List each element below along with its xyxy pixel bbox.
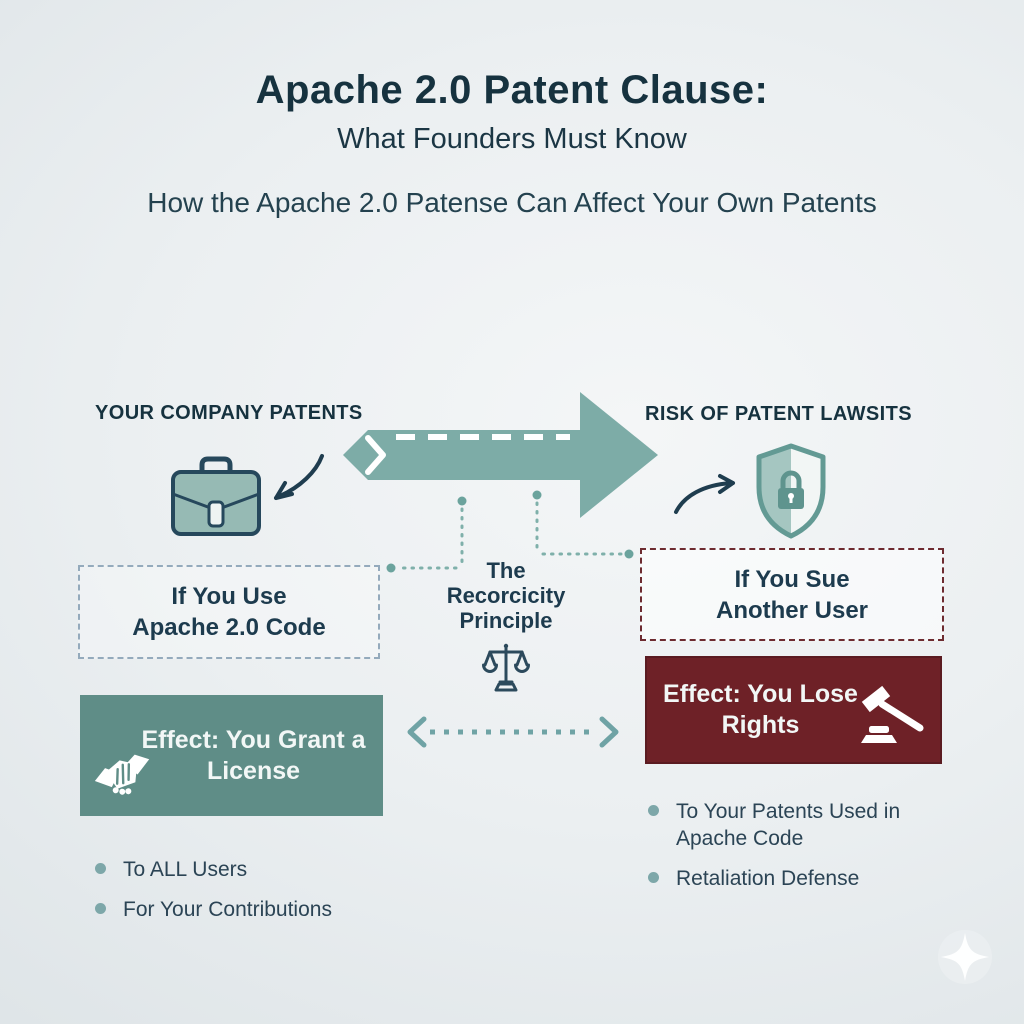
sparkle-icon bbox=[938, 930, 992, 984]
principle-line: Recorcicity bbox=[446, 583, 566, 608]
condition-line: If You Use bbox=[171, 583, 287, 610]
condition-line: Apache 2.0 Code bbox=[132, 614, 326, 641]
effect-line: Rights bbox=[721, 711, 800, 739]
condition-line: Another User bbox=[715, 596, 869, 624]
page-tagline: How the Apache 2.0 Patense Can Affect Yo… bbox=[147, 187, 877, 218]
principle-line: Principle bbox=[459, 608, 553, 633]
bullet-dot bbox=[648, 805, 659, 816]
right-column-header: RISK OF PATENT LAWSITS bbox=[645, 403, 912, 425]
gavel-icon bbox=[858, 684, 934, 746]
effect-box-grant-license: Effect: You Grant a License bbox=[80, 695, 383, 816]
list-item: Retaliation Defense bbox=[648, 865, 938, 892]
left-column-header: YOUR COMPANY PATENTS bbox=[95, 402, 363, 424]
connector-right bbox=[532, 490, 634, 559]
curved-arrow-right-icon bbox=[674, 474, 735, 514]
bullet-text: For Your Contributions bbox=[123, 898, 332, 921]
page-title: Apache 2.0 Patent Clause: bbox=[255, 68, 769, 112]
list-item: To Your Patents Used in Apache Code bbox=[648, 798, 938, 852]
bullet-text: Retaliation Defense bbox=[676, 867, 860, 890]
effect-line: Effect: You Lose bbox=[663, 680, 858, 708]
double-arrow-icon bbox=[407, 716, 619, 748]
reciprocity-principle-label: The Recorcicity Principle bbox=[430, 558, 582, 633]
curved-arrow-left-icon bbox=[274, 454, 324, 500]
page-subtitle: What Founders Must Know bbox=[337, 123, 687, 155]
scales-icon bbox=[482, 641, 530, 693]
shield-lock-icon bbox=[751, 442, 831, 540]
bullet-dot bbox=[648, 872, 659, 883]
list-item: For Your Contributions bbox=[95, 896, 425, 923]
condition-line: If You Sue bbox=[734, 565, 850, 593]
bullet-text: To ALL Users bbox=[123, 858, 248, 881]
left-bullet-list: To ALL Users For Your Contributions bbox=[95, 856, 425, 936]
big-right-arrow-icon bbox=[343, 392, 658, 518]
list-item: To ALL Users bbox=[95, 856, 425, 883]
condition-box-use-apache: If You Use Apache 2.0 Code bbox=[78, 565, 380, 659]
effect-line: License bbox=[206, 756, 301, 785]
condition-box-sue-user: If You Sue Another User bbox=[640, 548, 944, 641]
effect-box-lose-rights: Effect: You Lose Rights bbox=[645, 656, 942, 764]
bullet-dot bbox=[95, 903, 106, 914]
right-bullet-list: To Your Patents Used in Apache Code Reta… bbox=[648, 798, 938, 905]
handshake-icon bbox=[92, 748, 154, 800]
bullet-text: To Your Patents Used in Apache Code bbox=[676, 800, 901, 850]
bullet-dot bbox=[95, 863, 106, 874]
principle-line: The bbox=[486, 558, 526, 583]
briefcase-icon bbox=[166, 452, 266, 542]
effect-line: Effect: You Grant a bbox=[141, 725, 366, 754]
